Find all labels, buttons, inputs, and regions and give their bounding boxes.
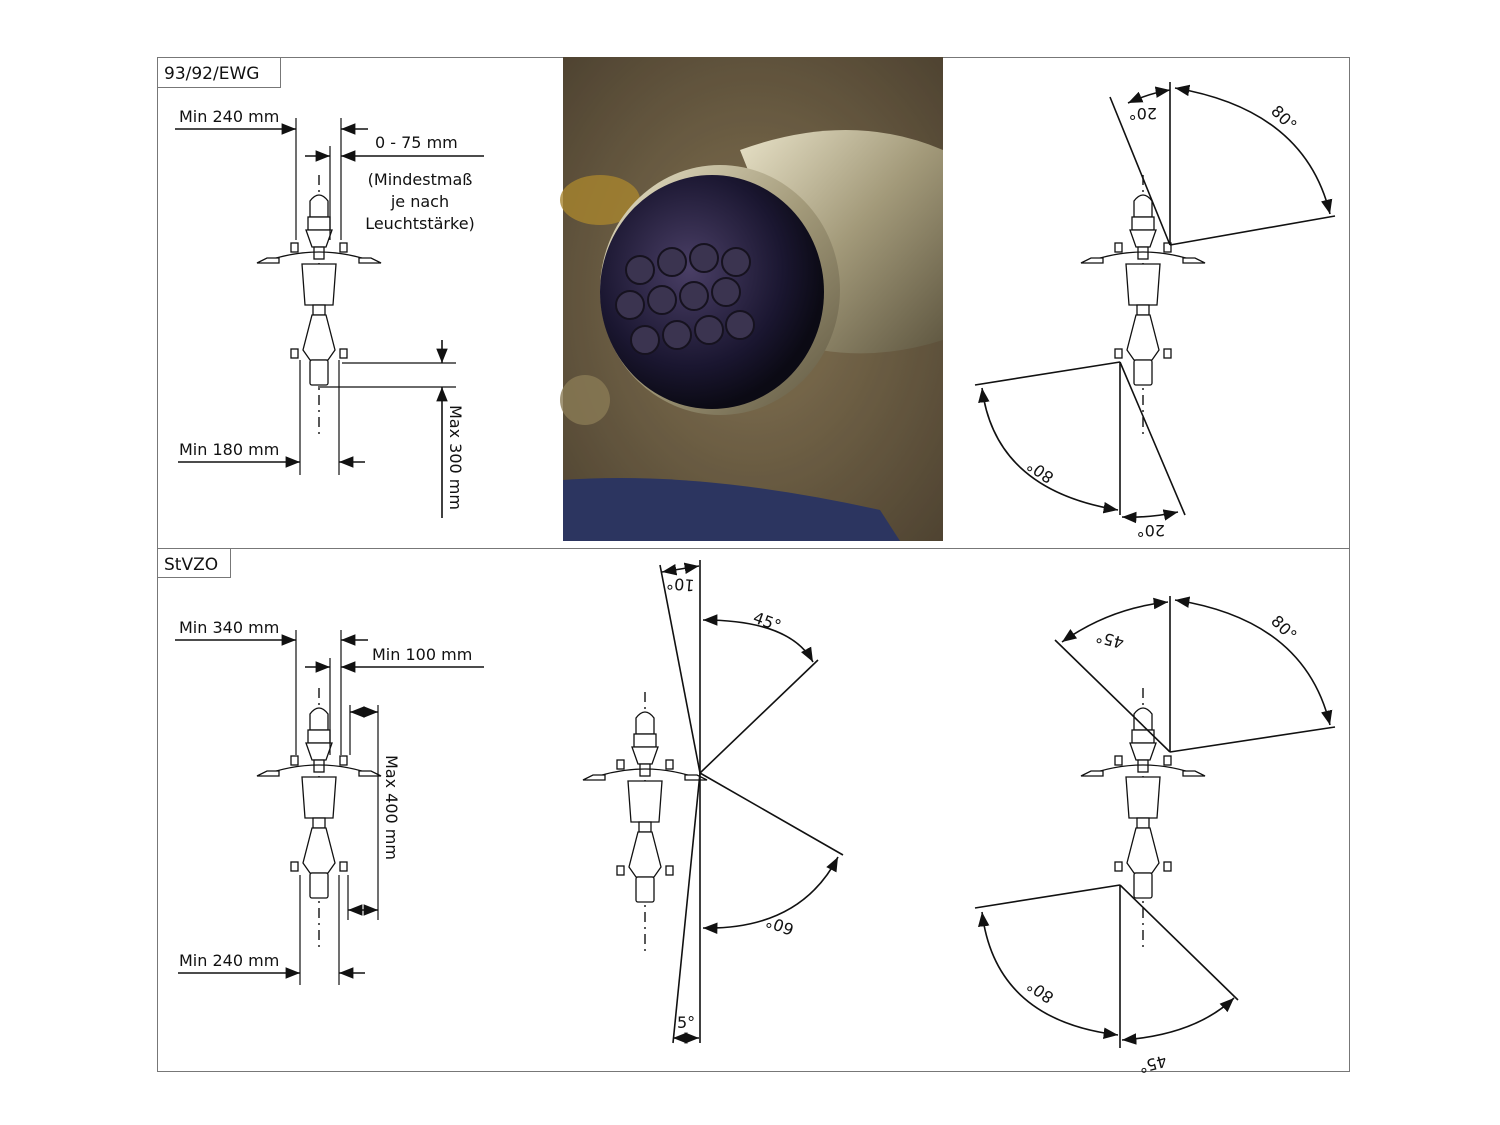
bm-rear-angle: 60°: [763, 912, 796, 940]
tr-rear-outer-angle: 80°: [1023, 455, 1057, 487]
note-line-2: je nach: [390, 192, 449, 211]
top-left-dimension-drawing: [175, 118, 484, 518]
top-section-label-box: [157, 57, 281, 88]
min-240-rear-label: Min 240 mm: [179, 951, 279, 970]
br-front-outer-angle: 80°: [1267, 611, 1300, 644]
note-line-1: (Mindestmaß: [368, 170, 473, 189]
max-400-label: Max 400 mm: [382, 755, 401, 860]
bm-front-angle: 45°: [751, 608, 784, 636]
tr-front-outer-angle: 80°: [1267, 101, 1300, 134]
bottom-section-label: StVZO: [164, 555, 218, 575]
bottom-right-angle-drawing: [974, 596, 1336, 1048]
min-240-label: Min 240 mm: [179, 107, 279, 126]
tr-rear-inner-angle: 20°: [1137, 521, 1165, 540]
min-180-label: Min 180 mm: [179, 440, 279, 459]
top-section-label: 93/92/EWG: [164, 64, 259, 84]
max-300-label: Max 300 mm: [446, 405, 465, 510]
bm-up-angle: 10°: [665, 574, 695, 595]
offset-label: 0 - 75 mm: [375, 133, 458, 152]
br-front-inner-angle: 45°: [1094, 627, 1126, 653]
bottom-section-label-box: [157, 548, 231, 578]
tr-front-inner-angle: 20°: [1129, 104, 1157, 123]
br-rear-inner-angle: 45°: [1137, 1051, 1169, 1077]
product-photo: [560, 57, 943, 541]
bm-down-angle: 5°: [677, 1013, 695, 1032]
note-line-3: Leuchtstärke): [365, 214, 475, 233]
bottom-left-dimension-drawing: [175, 630, 484, 985]
bottom-middle-angle-drawing: [582, 560, 844, 1044]
min-100-label: Min 100 mm: [372, 645, 472, 664]
min-340-label: Min 340 mm: [179, 618, 279, 637]
top-right-angle-drawing: [974, 82, 1336, 524]
